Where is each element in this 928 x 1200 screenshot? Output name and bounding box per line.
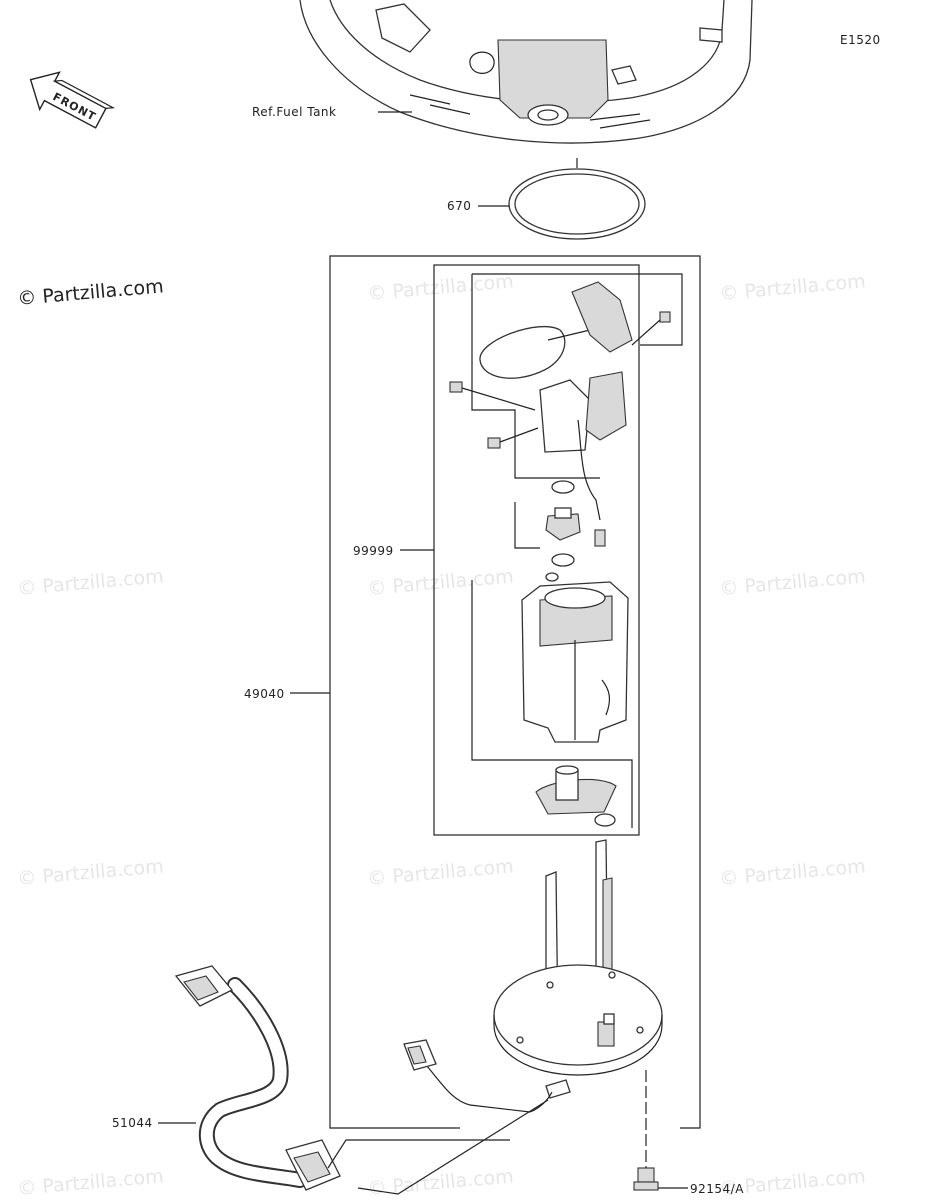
callout-99999: 99999	[353, 544, 394, 558]
o-ring-icon	[545, 572, 559, 582]
screw-icon	[449, 381, 536, 411]
callout-49040: 49040	[244, 687, 285, 701]
callout-51044: 51044	[112, 1116, 153, 1130]
diagram-code: E1520	[840, 33, 881, 47]
o-ring-icon	[594, 813, 616, 827]
screw-icon	[631, 311, 671, 346]
watermark: © Partzilla.com	[367, 855, 515, 890]
watermark: © Partzilla.com	[719, 565, 867, 600]
assembly-outline-49040	[329, 255, 701, 1129]
fuel-pump-body	[521, 581, 629, 743]
pressure-regulator	[545, 507, 606, 547]
watermark: © Partzilla.com	[719, 270, 867, 305]
fuel-level-sender	[479, 281, 633, 521]
watermark-layer: © Partzilla.com © Partzilla.com © Partzi…	[17, 270, 867, 1200]
watermark: © Partzilla.com	[367, 270, 515, 305]
callout-670: 670	[447, 199, 471, 213]
callout-ref-fuel-tank: Ref.Fuel Tank	[252, 105, 336, 119]
o-ring-icon	[551, 480, 575, 494]
screw-icon	[487, 427, 539, 449]
watermark: © Partzilla.com	[17, 565, 165, 600]
mounting-flange	[493, 964, 663, 1099]
wire-harness	[403, 1039, 553, 1113]
copyright-text: © Partzilla.com	[17, 275, 165, 310]
callout-92154-a: 92154/A	[690, 1182, 744, 1196]
watermark: © Partzilla.com	[17, 1165, 165, 1200]
fuel-hose	[174, 965, 341, 1191]
o-ring-icon	[551, 553, 575, 567]
fuel-tank-ref	[299, 0, 753, 144]
front-arrow-icon: FRONT	[29, 71, 116, 129]
bolt-icon	[633, 1070, 659, 1191]
watermark: © Partzilla.com	[17, 855, 165, 890]
watermark: © Partzilla.com	[367, 1165, 515, 1200]
fuel-strainer	[535, 765, 617, 815]
watermark: © Partzilla.com	[367, 565, 515, 600]
watermark: © Partzilla.com	[719, 855, 867, 890]
